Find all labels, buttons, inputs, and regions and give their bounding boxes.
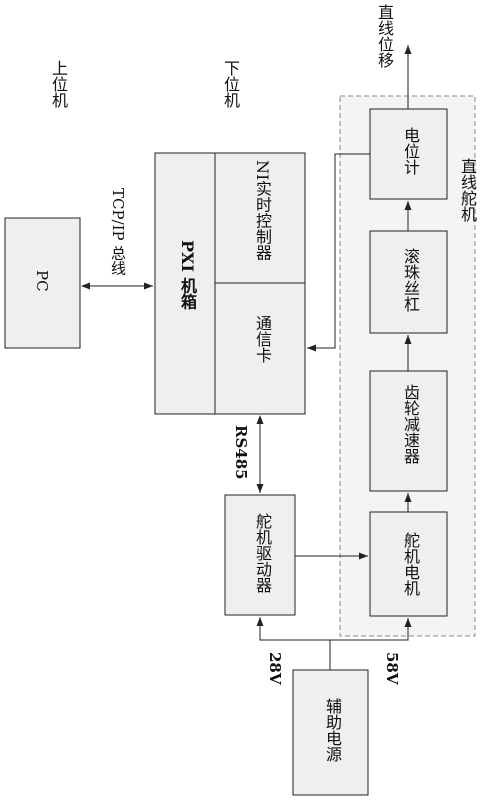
linear-servo-label: 直线舵机: [458, 158, 477, 222]
linear-displacement-label: 直线位移: [375, 4, 394, 68]
gear-reducer-label: 齿轮减速器: [401, 384, 420, 464]
feedback-arrow: [307, 153, 370, 352]
servo-driver-label: 舵机驱动器: [253, 513, 272, 593]
ball-screw-label: 滚珠丝杠: [401, 248, 420, 312]
servo-motor-label: 舵机电机: [401, 532, 420, 596]
ni-controller-label: NI实时控制器: [253, 160, 272, 261]
upper-computer-label: 上位机: [49, 60, 68, 108]
pc-label: PC: [33, 270, 51, 292]
power-58v-line: [330, 618, 412, 641]
power-28v-line: [256, 617, 331, 670]
tcp-bus-label: TCP/IP 总线: [109, 188, 127, 276]
pc-box: [4, 217, 81, 349]
pxi-chassis-label: PXI 机箱: [178, 240, 197, 310]
rs485-label: RS485: [232, 425, 250, 480]
potentiometer-box: [369, 108, 448, 200]
lower-computer-label: 下位机: [221, 60, 240, 108]
potentiometer-label: 电位计: [401, 127, 420, 175]
servo-driver-box: [224, 494, 296, 616]
gear-reducer-box: [369, 370, 448, 492]
ball-screw-box: [369, 230, 448, 334]
v28-label: 28V: [266, 652, 284, 685]
aux-power-label: 辅助电源: [323, 698, 342, 762]
servo-motor-box: [369, 511, 448, 617]
v58-label: 58V: [383, 652, 401, 685]
comm-card-label: 通信卡: [253, 315, 272, 363]
